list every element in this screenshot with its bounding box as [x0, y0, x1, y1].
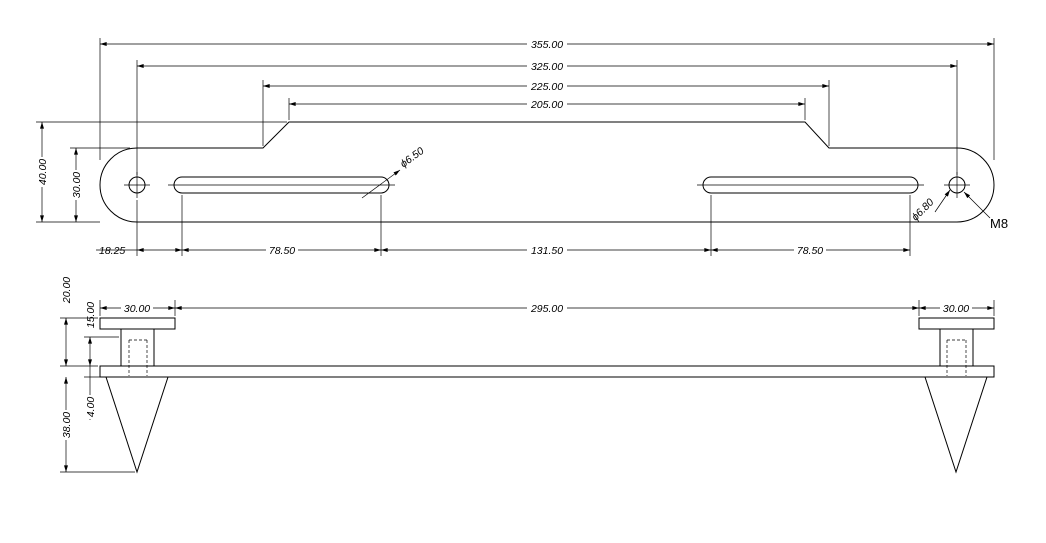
- dim-pad-width-right: 30.00: [943, 303, 969, 315]
- dim-hole-diameter: ϕ6.80: [909, 196, 936, 223]
- dim-overall-height: 20.00: [61, 277, 73, 304]
- side-view: 30.00 295.00 30.00 20.00 15.00 4.00 38.0…: [60, 277, 995, 474]
- stem-left: [120, 328, 155, 367]
- dim-spike-height: 38.00: [61, 412, 73, 438]
- dim-total-height: 40.00: [37, 159, 49, 185]
- dim-slot-gap: 131.50: [531, 245, 563, 257]
- dim-plate-thickness: 4.00: [85, 397, 97, 418]
- spike-left: [105, 376, 169, 474]
- dim-stem-height: 15.00: [85, 302, 97, 328]
- dim-hole-to-slot: 18.25: [99, 245, 125, 257]
- dim-overall-length: 355.00: [531, 39, 563, 51]
- dim-slot-width: ϕ6.50: [398, 145, 426, 170]
- dim-hole-spacing: 325.00: [531, 61, 563, 73]
- dim-pad-spacing: 295.00: [530, 303, 563, 315]
- thread-callout: M8: [990, 216, 1008, 231]
- slot-right: [702, 176, 919, 194]
- dim-raised-outer: 225.00: [530, 81, 563, 93]
- top-view: 355.00 325.00 225.00 205.00 40.00 30.00 …: [35, 37, 1008, 257]
- dim-raised-inner: 205.00: [530, 99, 563, 111]
- bar-outline: [99, 121, 995, 223]
- spike-right: [924, 376, 988, 474]
- dim-slot-length-right: 78.50: [797, 245, 823, 257]
- slot-left: [173, 176, 390, 194]
- pad-left: [99, 317, 176, 330]
- dim-slot-length-left: 78.50: [269, 245, 295, 257]
- stem-right: [939, 328, 974, 367]
- pad-right: [918, 317, 995, 330]
- dim-pad-width-left: 30.00: [124, 303, 150, 315]
- base-plate: [99, 365, 995, 378]
- dim-body-height: 30.00: [71, 172, 83, 198]
